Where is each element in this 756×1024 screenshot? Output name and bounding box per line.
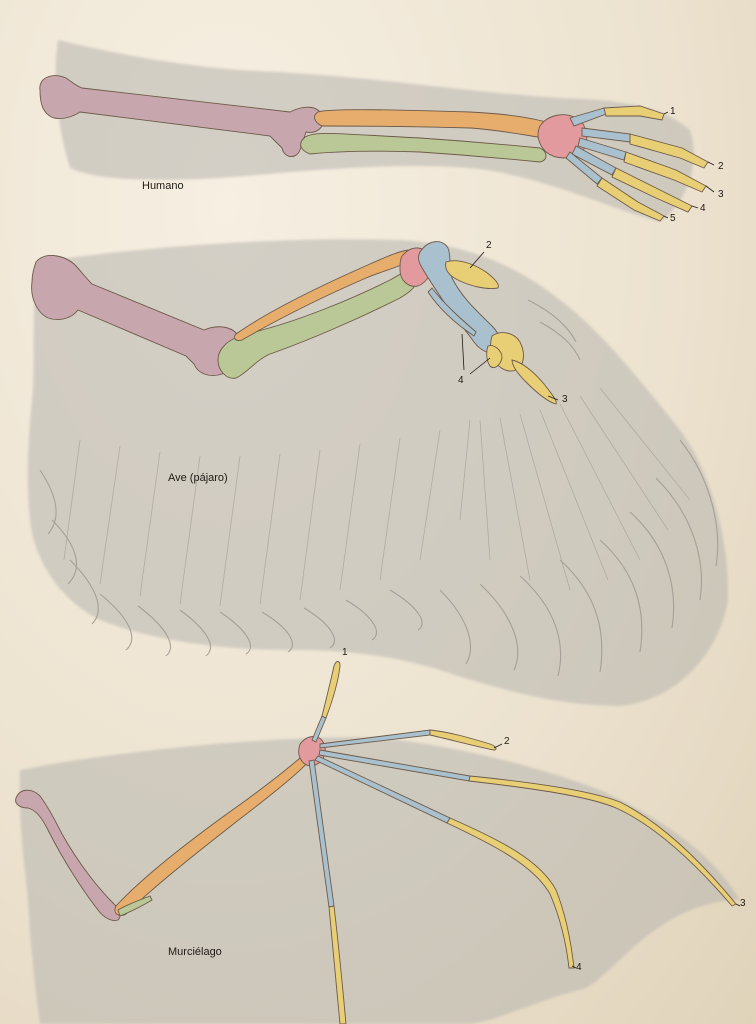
bird-digit-4 — [486, 345, 503, 369]
human-leader-lines — [663, 111, 715, 219]
bird-humerus — [31, 255, 242, 376]
human-digit-label-5: 5 — [670, 213, 676, 224]
human-phalanx-5 — [596, 177, 665, 222]
bird-label: Ave (pájaro) — [168, 472, 228, 484]
bat-ulna — [117, 895, 153, 917]
human-digit-label-2: 2 — [718, 161, 724, 172]
bat-phalanx-5 — [328, 905, 347, 1024]
bat-leader-lines — [493, 743, 741, 969]
human-metacarpal-5 — [565, 151, 603, 185]
human-phalanx-4 — [611, 167, 693, 213]
bird-digit-label-3: 3 — [562, 394, 568, 405]
bat-phalanx-2 — [429, 729, 497, 751]
bat-phalanx-3 — [468, 775, 737, 907]
human-phalanx-3 — [623, 151, 707, 193]
human-digit-label-3: 3 — [718, 189, 724, 200]
human-metacarpal-4 — [571, 145, 617, 176]
bat-digit-label-3: 3 — [740, 898, 746, 909]
bat-digit-label-2: 2 — [504, 736, 510, 747]
bat-phalanx-1 — [321, 661, 341, 719]
bat-digit-label-4: 4 — [576, 962, 582, 973]
human-arm — [39, 40, 715, 222]
bat-wing — [15, 661, 741, 1024]
bird-feathers — [39, 299, 719, 677]
bird-digit-label-2: 2 — [486, 240, 492, 251]
bat-wing-silhouette — [19, 737, 741, 1024]
bat-phalanx-4 — [446, 817, 575, 969]
bird-feather-shafts — [63, 387, 691, 607]
human-digit-label-4: 4 — [700, 203, 706, 214]
bird-digit-label-4: 4 — [458, 375, 464, 386]
human-phalanx-2 — [629, 133, 709, 169]
human-humerus — [39, 75, 324, 157]
human-ulna — [300, 132, 547, 163]
human-phalanx-1 — [603, 105, 665, 121]
human-label: Humano — [142, 180, 184, 192]
bat-digit-label-1: 1 — [342, 647, 348, 658]
human-hand-bones — [565, 105, 709, 222]
human-arm-silhouette — [55, 40, 694, 222]
bird-digit-2 — [445, 260, 499, 289]
bat-humerus — [15, 789, 121, 921]
bird-ulna — [217, 269, 420, 379]
bird-leader-lines — [461, 251, 559, 401]
bird-digit-3-tip — [511, 359, 557, 405]
bat-label: Murciélago — [168, 946, 222, 958]
bird-metacarpal-thin — [427, 287, 477, 337]
bird-wing — [27, 239, 729, 707]
human-digit-label-1: 1 — [670, 106, 676, 117]
